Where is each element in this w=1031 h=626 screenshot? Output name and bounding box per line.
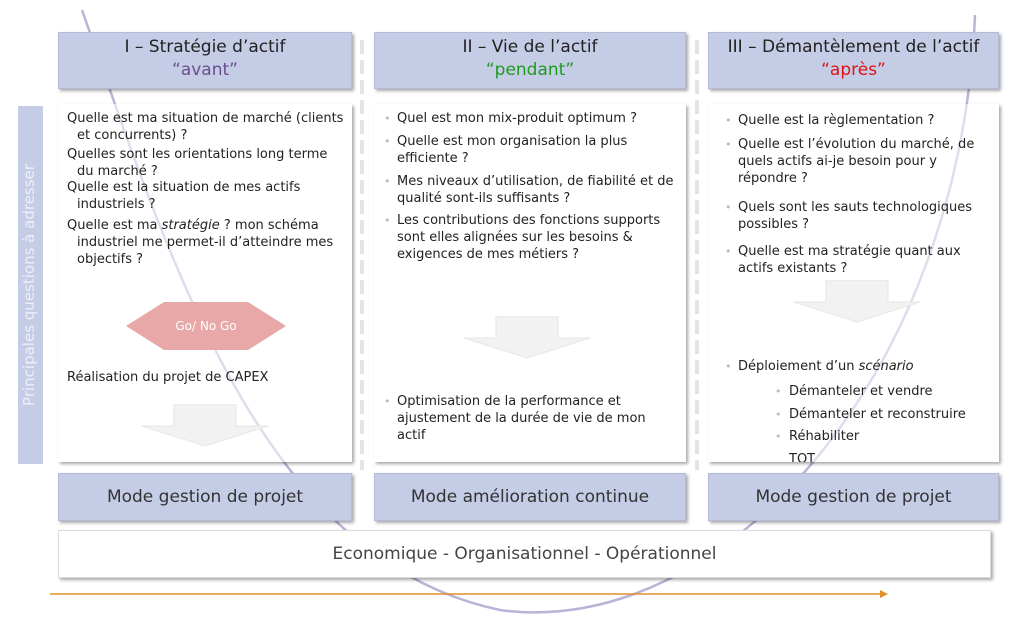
phase-header-demantelement: III – Démantèlement de l’actif “après” (708, 32, 999, 89)
side-label: Principales questions à adresser (20, 164, 38, 406)
down-arrow-icon (141, 404, 269, 447)
question-item: Quelle est ma situation de marché (clien… (67, 111, 344, 143)
decision-diamond (126, 302, 286, 350)
phase-title: III – Démantèlement de l’actif (727, 37, 980, 57)
question-item: Mes niveaux d’utilisation, de fiabilité … (383, 173, 678, 207)
phase-header-strategie: I – Stratégie d’actif “avant” (58, 32, 352, 89)
phase-header-vie: II – Vie de l’actif “pendant” (374, 32, 686, 89)
result-text: Optimisation de la performance et ajuste… (383, 393, 678, 444)
deployment-label: Déploiement d’un (738, 359, 859, 374)
phase-title: I – Stratégie d’actif (124, 37, 286, 57)
down-arrow-icon (463, 316, 591, 359)
side-label-bar (18, 106, 43, 464)
mode-box-vie: Mode amélioration continue (374, 473, 686, 521)
question-item: Quelle est ma stratégie ? mon schéma ind… (67, 217, 344, 268)
phase-subtitle: “avant” (172, 60, 238, 80)
scenario-option: Démanteler et reconstruire (775, 406, 966, 423)
question-item: Quelle est ma stratégie quant aux actifs… (724, 243, 991, 277)
scenario-option: Démanteler et vendre (775, 383, 932, 400)
question-item: Quelle est l’évolution du marché, de que… (724, 136, 991, 187)
phase-subtitle: “pendant” (485, 60, 575, 80)
question-item: Les contributions des fonctions supports… (383, 212, 678, 263)
deployment-text: Déploiement d’un scénario (724, 358, 991, 375)
question-item: Quelle est la règlementation ? (724, 112, 991, 129)
deployment-emphasis: scénario (858, 359, 914, 374)
question-item: Quels sont les sauts technologiques poss… (724, 199, 991, 233)
question-item: Quel est mon mix-produit optimum ? (383, 110, 678, 127)
phase-subtitle: “après” (821, 60, 886, 80)
result-text: Réalisation du projet de CAPEX (67, 370, 269, 385)
mode-box-strategie: Mode gestion de projet (58, 473, 352, 521)
decision-label: Go/ No Go (175, 319, 237, 333)
question-item: Quelle est mon organisation la plus effi… (383, 133, 678, 167)
scenario-option: TOT (789, 451, 815, 462)
questions-panel-demantelement: Quelle est la règlementation ? Quelle es… (708, 104, 999, 462)
dimensions-footer: Economique - Organisationnel - Opération… (58, 530, 991, 578)
mode-box-demantelement: Mode gestion de projet (708, 473, 999, 521)
question-item: Quelle est la situation de mes actifs in… (67, 180, 301, 212)
question-text: ? mon schéma industriel me permet-il d’a… (77, 218, 334, 267)
questions-panel-strategie: Quelle est ma situation de marché (clien… (58, 104, 352, 462)
question-text: Quelle est ma (67, 218, 162, 233)
question-item: Quelles sont les orientations long terme… (67, 147, 328, 179)
down-arrow-icon (793, 280, 921, 323)
question-emphasis: stratégie (161, 218, 220, 233)
scenario-option: Réhabiliter (775, 428, 859, 445)
phase-title: II – Vie de l’actif (462, 37, 598, 57)
questions-panel-vie: Quel est mon mix-produit optimum ? Quell… (374, 104, 686, 462)
